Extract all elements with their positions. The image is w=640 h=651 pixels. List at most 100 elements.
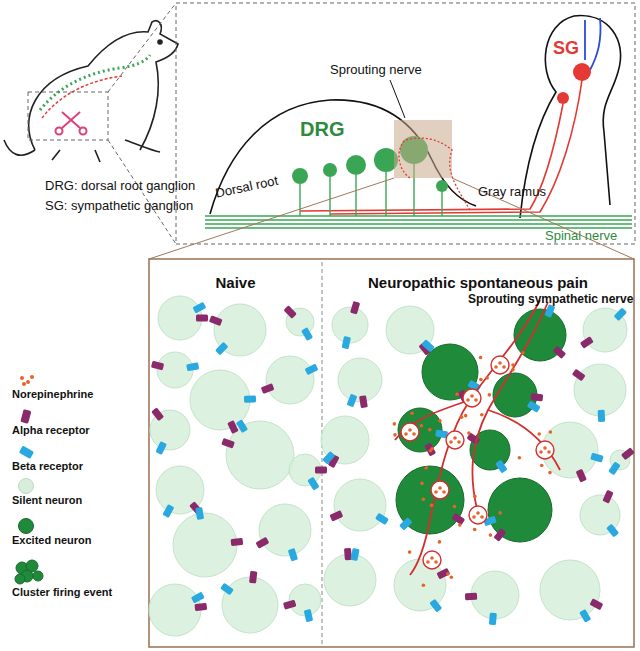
legend-text: Cluster firing event xyxy=(12,586,137,598)
legend-swatch xyxy=(12,478,62,494)
neuron xyxy=(156,466,204,514)
panel-title: Neuropathic spontaneous pain xyxy=(323,260,633,291)
receptor xyxy=(249,571,257,584)
receptor xyxy=(493,528,506,542)
neuron xyxy=(321,416,369,464)
panel: Naive xyxy=(150,260,321,291)
legend-item: Cluster firing event xyxy=(12,556,137,598)
receptor xyxy=(283,305,296,318)
receptor xyxy=(209,315,223,326)
receptor xyxy=(236,419,248,433)
legend-swatch xyxy=(12,444,62,460)
receptor xyxy=(347,394,358,408)
label: DRG: dorsal root ganglion xyxy=(45,178,195,193)
mouse-figure xyxy=(4,21,178,162)
neuron xyxy=(338,358,382,402)
receptor xyxy=(436,568,450,580)
neuron xyxy=(386,306,434,354)
receptor xyxy=(602,490,613,504)
neuron xyxy=(514,309,566,361)
receptor xyxy=(608,461,620,475)
receptor xyxy=(527,400,541,412)
legend-swatch xyxy=(12,518,62,534)
receptor xyxy=(531,393,544,401)
legend-item: Norepinephrine xyxy=(12,372,137,400)
panel-title: Naive xyxy=(150,260,321,291)
receptor xyxy=(359,395,368,408)
receptor xyxy=(579,609,591,623)
label: Sprouting nerve xyxy=(330,62,422,77)
neuron xyxy=(334,479,386,531)
receptor xyxy=(606,524,619,538)
receptor xyxy=(315,467,327,474)
receptor xyxy=(191,592,205,604)
neuron xyxy=(583,308,627,352)
legend-text: Beta receptor xyxy=(12,460,137,472)
receptor xyxy=(451,513,465,525)
neuron-field xyxy=(149,296,635,636)
receptor xyxy=(301,327,313,341)
receptor xyxy=(231,538,244,546)
receptor xyxy=(196,315,208,322)
receptor xyxy=(342,336,351,349)
receptor xyxy=(194,603,207,611)
receptor xyxy=(220,583,234,596)
receptor xyxy=(489,613,497,626)
legend-item: Excited neuron xyxy=(12,518,137,546)
label: SG xyxy=(553,38,579,59)
neuron xyxy=(470,430,510,470)
zoom-lines-lower xyxy=(149,178,634,647)
legend-text: Alpha receptor xyxy=(12,424,137,436)
neuron xyxy=(226,421,294,489)
receptor xyxy=(288,548,298,562)
receptor xyxy=(465,593,477,601)
receptor xyxy=(305,364,319,376)
legend-swatch xyxy=(12,372,62,388)
sympathetic-chain xyxy=(42,76,122,118)
legend-item: Alpha receptor xyxy=(12,408,137,436)
legend-swatch xyxy=(12,408,62,424)
receptor xyxy=(255,537,269,549)
receptor xyxy=(261,383,275,394)
receptor xyxy=(375,513,389,525)
neuron xyxy=(574,364,626,416)
neuron xyxy=(324,554,376,606)
neuron xyxy=(214,304,266,356)
label: Sprouting sympathetic nerve xyxy=(468,292,633,306)
receptor xyxy=(192,302,206,314)
legend-text: Silent neuron xyxy=(12,494,137,506)
receptor xyxy=(221,438,235,449)
neuron xyxy=(540,560,600,620)
legend-item: Beta receptor xyxy=(12,444,137,472)
neuron xyxy=(222,577,278,633)
neuron xyxy=(158,296,202,340)
receptor xyxy=(322,451,335,465)
receptor xyxy=(614,307,627,320)
receptor xyxy=(215,342,228,355)
receptor xyxy=(186,362,199,371)
receptor xyxy=(350,548,359,561)
receptor xyxy=(329,510,343,521)
receptor xyxy=(495,460,508,474)
receptor xyxy=(151,407,164,421)
receptor xyxy=(576,469,587,483)
receptor xyxy=(590,453,603,463)
receptor xyxy=(399,517,412,530)
receptor xyxy=(589,598,603,610)
drg-illustration xyxy=(205,16,632,228)
receptor xyxy=(304,609,313,622)
neuron xyxy=(259,504,311,556)
receptor xyxy=(155,441,167,455)
receptor xyxy=(227,420,238,434)
receptor xyxy=(195,507,204,520)
panel: Neuropathic spontaneous pain xyxy=(323,260,633,291)
receptor xyxy=(580,336,594,349)
legend-item: Silent neuron xyxy=(12,478,137,506)
label: Spinal nerve xyxy=(545,228,617,243)
legend-swatch xyxy=(12,556,62,586)
sprouting-nerve xyxy=(393,300,560,587)
legend-text: Norepinephrine xyxy=(12,388,137,400)
receptor xyxy=(424,443,436,457)
receptor xyxy=(421,339,435,352)
